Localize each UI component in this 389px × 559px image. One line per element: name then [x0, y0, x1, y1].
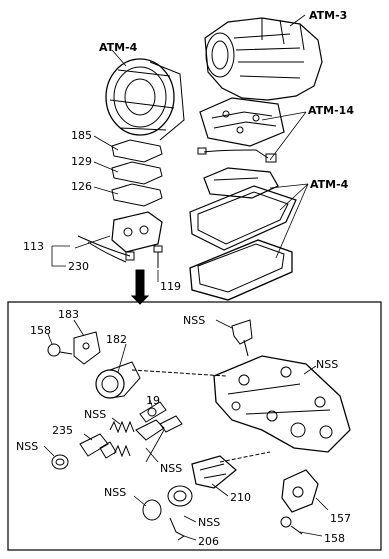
- label-185: 185: [71, 129, 92, 142]
- label-235: 235: [52, 424, 73, 437]
- label-158-right: 158: [324, 532, 345, 545]
- label-nss-right: NSS: [316, 358, 338, 371]
- detail-frame: [7, 301, 382, 551]
- solenoid-157: [281, 469, 319, 513]
- label-nss-mid: NSS: [160, 462, 182, 475]
- upper-valve-body: [199, 97, 285, 147]
- bolt-158-right: [280, 516, 303, 535]
- spring-valve-nss: [109, 415, 183, 441]
- solenoid-182: [95, 361, 227, 399]
- o-ring-nss: [142, 499, 162, 521]
- separator-plates: [111, 139, 163, 207]
- pin-206: [169, 517, 185, 541]
- label-230: 230: [68, 260, 89, 273]
- label-atm-3: ATM-3: [309, 9, 347, 22]
- label-nss-spring: NSS: [84, 408, 106, 421]
- label-nss-bottom: NSS: [198, 516, 220, 529]
- label-nss-top: NSS: [183, 314, 205, 327]
- label-182: 182: [106, 333, 127, 346]
- label-113: 113: [23, 240, 44, 253]
- bell-housing: [105, 58, 185, 141]
- label-119: 119: [160, 280, 181, 293]
- label-nss-left: NSS: [16, 440, 38, 453]
- labels: ATM-3 ATM-4 ATM-14 ATM-4 185 129 126 113…: [16, 9, 354, 548]
- label-158-left: 158: [30, 324, 51, 337]
- label-19: 19: [146, 394, 160, 407]
- label-126: 126: [71, 180, 92, 193]
- label-atm-4-right: ATM-4: [310, 178, 349, 191]
- plug-nss-mid: [167, 485, 193, 507]
- accumulator-210: [191, 451, 271, 489]
- bracket-183: [73, 331, 101, 365]
- control-valve-body: [213, 355, 351, 453]
- leader-lines-upper: [51, 14, 309, 282]
- plug-nss-left: [51, 454, 69, 470]
- leader-lines-lower: [43, 319, 329, 541]
- clip-nss-top: [231, 319, 253, 357]
- label-210: 210: [230, 491, 251, 504]
- transmission-case: [204, 17, 323, 101]
- label-183: 183: [58, 308, 79, 321]
- valve-19: [139, 401, 167, 423]
- label-atm-14: ATM-14: [308, 104, 354, 117]
- label-atm-4-top: ATM-4: [99, 41, 138, 54]
- valve-235: [79, 433, 131, 459]
- wire-harness-upper: [197, 147, 277, 163]
- label-157: 157: [330, 512, 351, 525]
- wire-harness-230: [77, 235, 135, 263]
- label-nss-plug: NSS: [104, 486, 126, 499]
- bolt-119: [153, 245, 163, 268]
- label-206: 206: [198, 535, 219, 548]
- callout-arrow: [130, 269, 150, 305]
- oil-pan: [189, 239, 293, 301]
- label-129: 129: [71, 155, 92, 168]
- oil-pan-gasket: [189, 185, 297, 251]
- solenoid-assembly: [111, 211, 163, 253]
- oil-strainer: [203, 167, 279, 199]
- bolt-158-left: [47, 343, 73, 357]
